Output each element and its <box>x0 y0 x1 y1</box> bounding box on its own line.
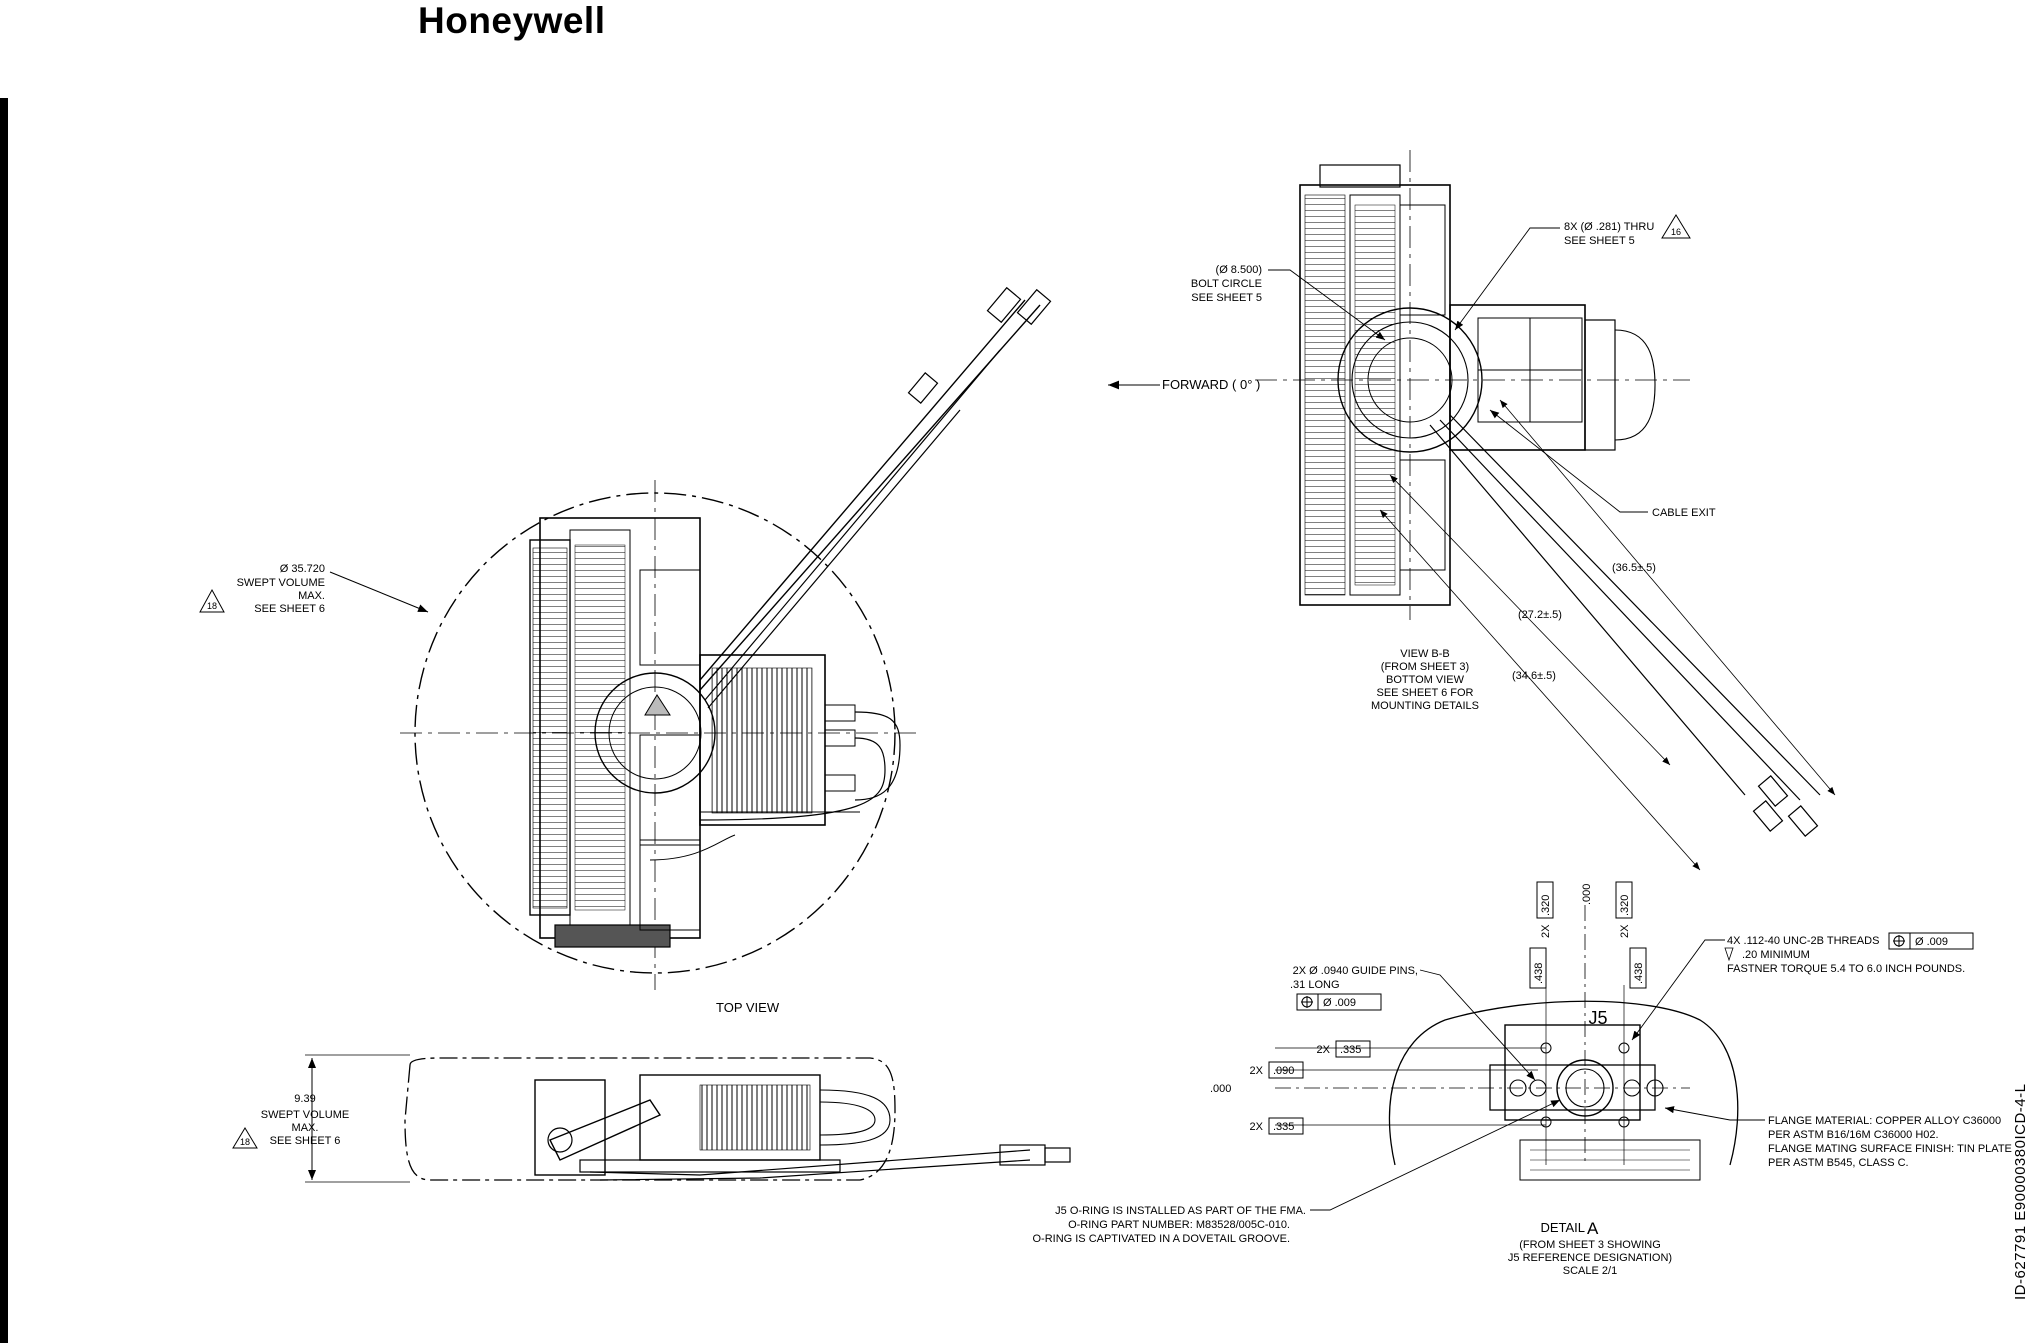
detail-a <box>1268 881 1974 1211</box>
side-dim-939: 9.39 <box>294 1093 315 1105</box>
dim-090: .090 <box>1273 1065 1294 1077</box>
flange-note-2: PER ASTM B16/16M C36000 H02. <box>1768 1129 1939 1141</box>
dim-438-right: .438 <box>1633 963 1645 984</box>
flange-note-1: FLANGE MATERIAL: COPPER ALLOY C36000 <box>1768 1115 2001 1127</box>
dim-000-top: .000 <box>1581 884 1593 905</box>
thru-note-2: SEE SHEET 5 <box>1564 235 1635 247</box>
detail-caption-letter: A <box>1587 1219 1599 1238</box>
prefix-2x-top-right: 2X <box>1619 924 1631 938</box>
honeywell-logo: Honeywell <box>418 0 606 41</box>
top-swept-4: SEE SHEET 6 <box>254 603 325 615</box>
forward-label: FORWARD ( 0° ) <box>1162 377 1260 392</box>
side-swept-1: SWEPT VOLUME <box>261 1109 349 1121</box>
guide-pin-note-1: 2X Ø .0940 GUIDE PINS, <box>1293 965 1418 977</box>
bb-caption-3: BOTTOM VIEW <box>1386 674 1465 686</box>
flange-note-3: FLANGE MATING SURFACE FINISH: TIN PLATE <box>1768 1143 2012 1155</box>
dim-438-left: .438 <box>1533 963 1545 984</box>
dim-335b: .335 <box>1273 1121 1294 1133</box>
prefix-2x-335a: 2X <box>1317 1044 1331 1056</box>
detail-j5-label: J5 <box>1588 1008 1607 1028</box>
dim-27-2: (27.2±.5) <box>1518 609 1562 621</box>
top-swept-3: MAX. <box>298 590 325 602</box>
top-swept-2: SWEPT VOLUME <box>237 577 325 589</box>
oring-note-2: O-RING PART NUMBER: M83528/005C-010. <box>1068 1219 1290 1231</box>
side-flag-18: 18 <box>240 1137 250 1147</box>
bb-caption-4: SEE SHEET 6 FOR <box>1377 687 1474 699</box>
sheet-border-bar <box>0 98 8 1343</box>
oring-note-3: O-RING IS CAPTIVATED IN A DOVETAIL GROOV… <box>1032 1233 1290 1245</box>
dim-320-left: .320 <box>1540 895 1552 916</box>
side-view <box>232 1054 1071 1183</box>
dim-335a: .335 <box>1340 1044 1361 1056</box>
thread-note-3: FASTNER TORQUE 5.4 TO 6.0 INCH POUNDS. <box>1727 963 1965 975</box>
top-view-caption: TOP VIEW <box>716 1000 780 1015</box>
prefix-2x-335b: 2X <box>1250 1121 1264 1133</box>
view-bb <box>1108 150 1836 871</box>
bb-caption-5: MOUNTING DETAILS <box>1371 700 1479 712</box>
side-swept-2: MAX. <box>292 1122 319 1134</box>
thread-note-2: .20 MINIMUM <box>1742 949 1810 961</box>
dim-34-6: (34.6±.5) <box>1512 670 1556 682</box>
dim-36-5: (36.5±.5) <box>1612 562 1656 574</box>
top-view <box>199 286 1052 990</box>
thread-tolerance: Ø .009 <box>1915 936 1948 948</box>
bb-caption-1: VIEW B-B <box>1400 648 1450 660</box>
prefix-2x-top-left: 2X <box>1540 924 1552 938</box>
bb-caption-2: (FROM SHEET 3) <box>1381 661 1469 673</box>
thru-flag-16: 16 <box>1671 227 1681 237</box>
detail-caption-word: DETAIL <box>1540 1220 1585 1235</box>
flange-note-4: PER ASTM B545, CLASS C. <box>1768 1157 1909 1169</box>
top-flag-18: 18 <box>207 601 217 611</box>
cable-exit-label: CABLE EXIT <box>1652 507 1716 519</box>
bolt-circle-3: SEE SHEET 5 <box>1191 292 1262 304</box>
top-swept-1: Ø 35.720 <box>280 563 325 575</box>
bolt-circle-2: BOLT CIRCLE <box>1191 278 1262 290</box>
prefix-2x-090: 2X <box>1250 1065 1264 1077</box>
detail-caption-3: J5 REFERENCE DESIGNATION) <box>1508 1252 1672 1264</box>
thread-note-1: 4X .112-40 UNC-2B THREADS <box>1727 935 1879 947</box>
oring-note-1: J5 O-RING IS INSTALLED AS PART OF THE FM… <box>1055 1205 1306 1217</box>
detail-caption-2: (FROM SHEET 3 SHOWING <box>1519 1239 1661 1251</box>
dim-000-left: .000 <box>1210 1083 1231 1095</box>
side-swept-3: SEE SHEET 6 <box>270 1135 341 1147</box>
thru-note-1: 8X (Ø .281) THRU <box>1564 221 1654 233</box>
bolt-circle-1: (Ø 8.500) <box>1216 264 1262 276</box>
guide-pin-note-2: .31 LONG <box>1290 979 1340 991</box>
guide-tolerance: Ø .009 <box>1323 997 1356 1009</box>
dim-320-right: .320 <box>1619 895 1631 916</box>
detail-caption-4: SCALE 2/1 <box>1563 1265 1617 1277</box>
